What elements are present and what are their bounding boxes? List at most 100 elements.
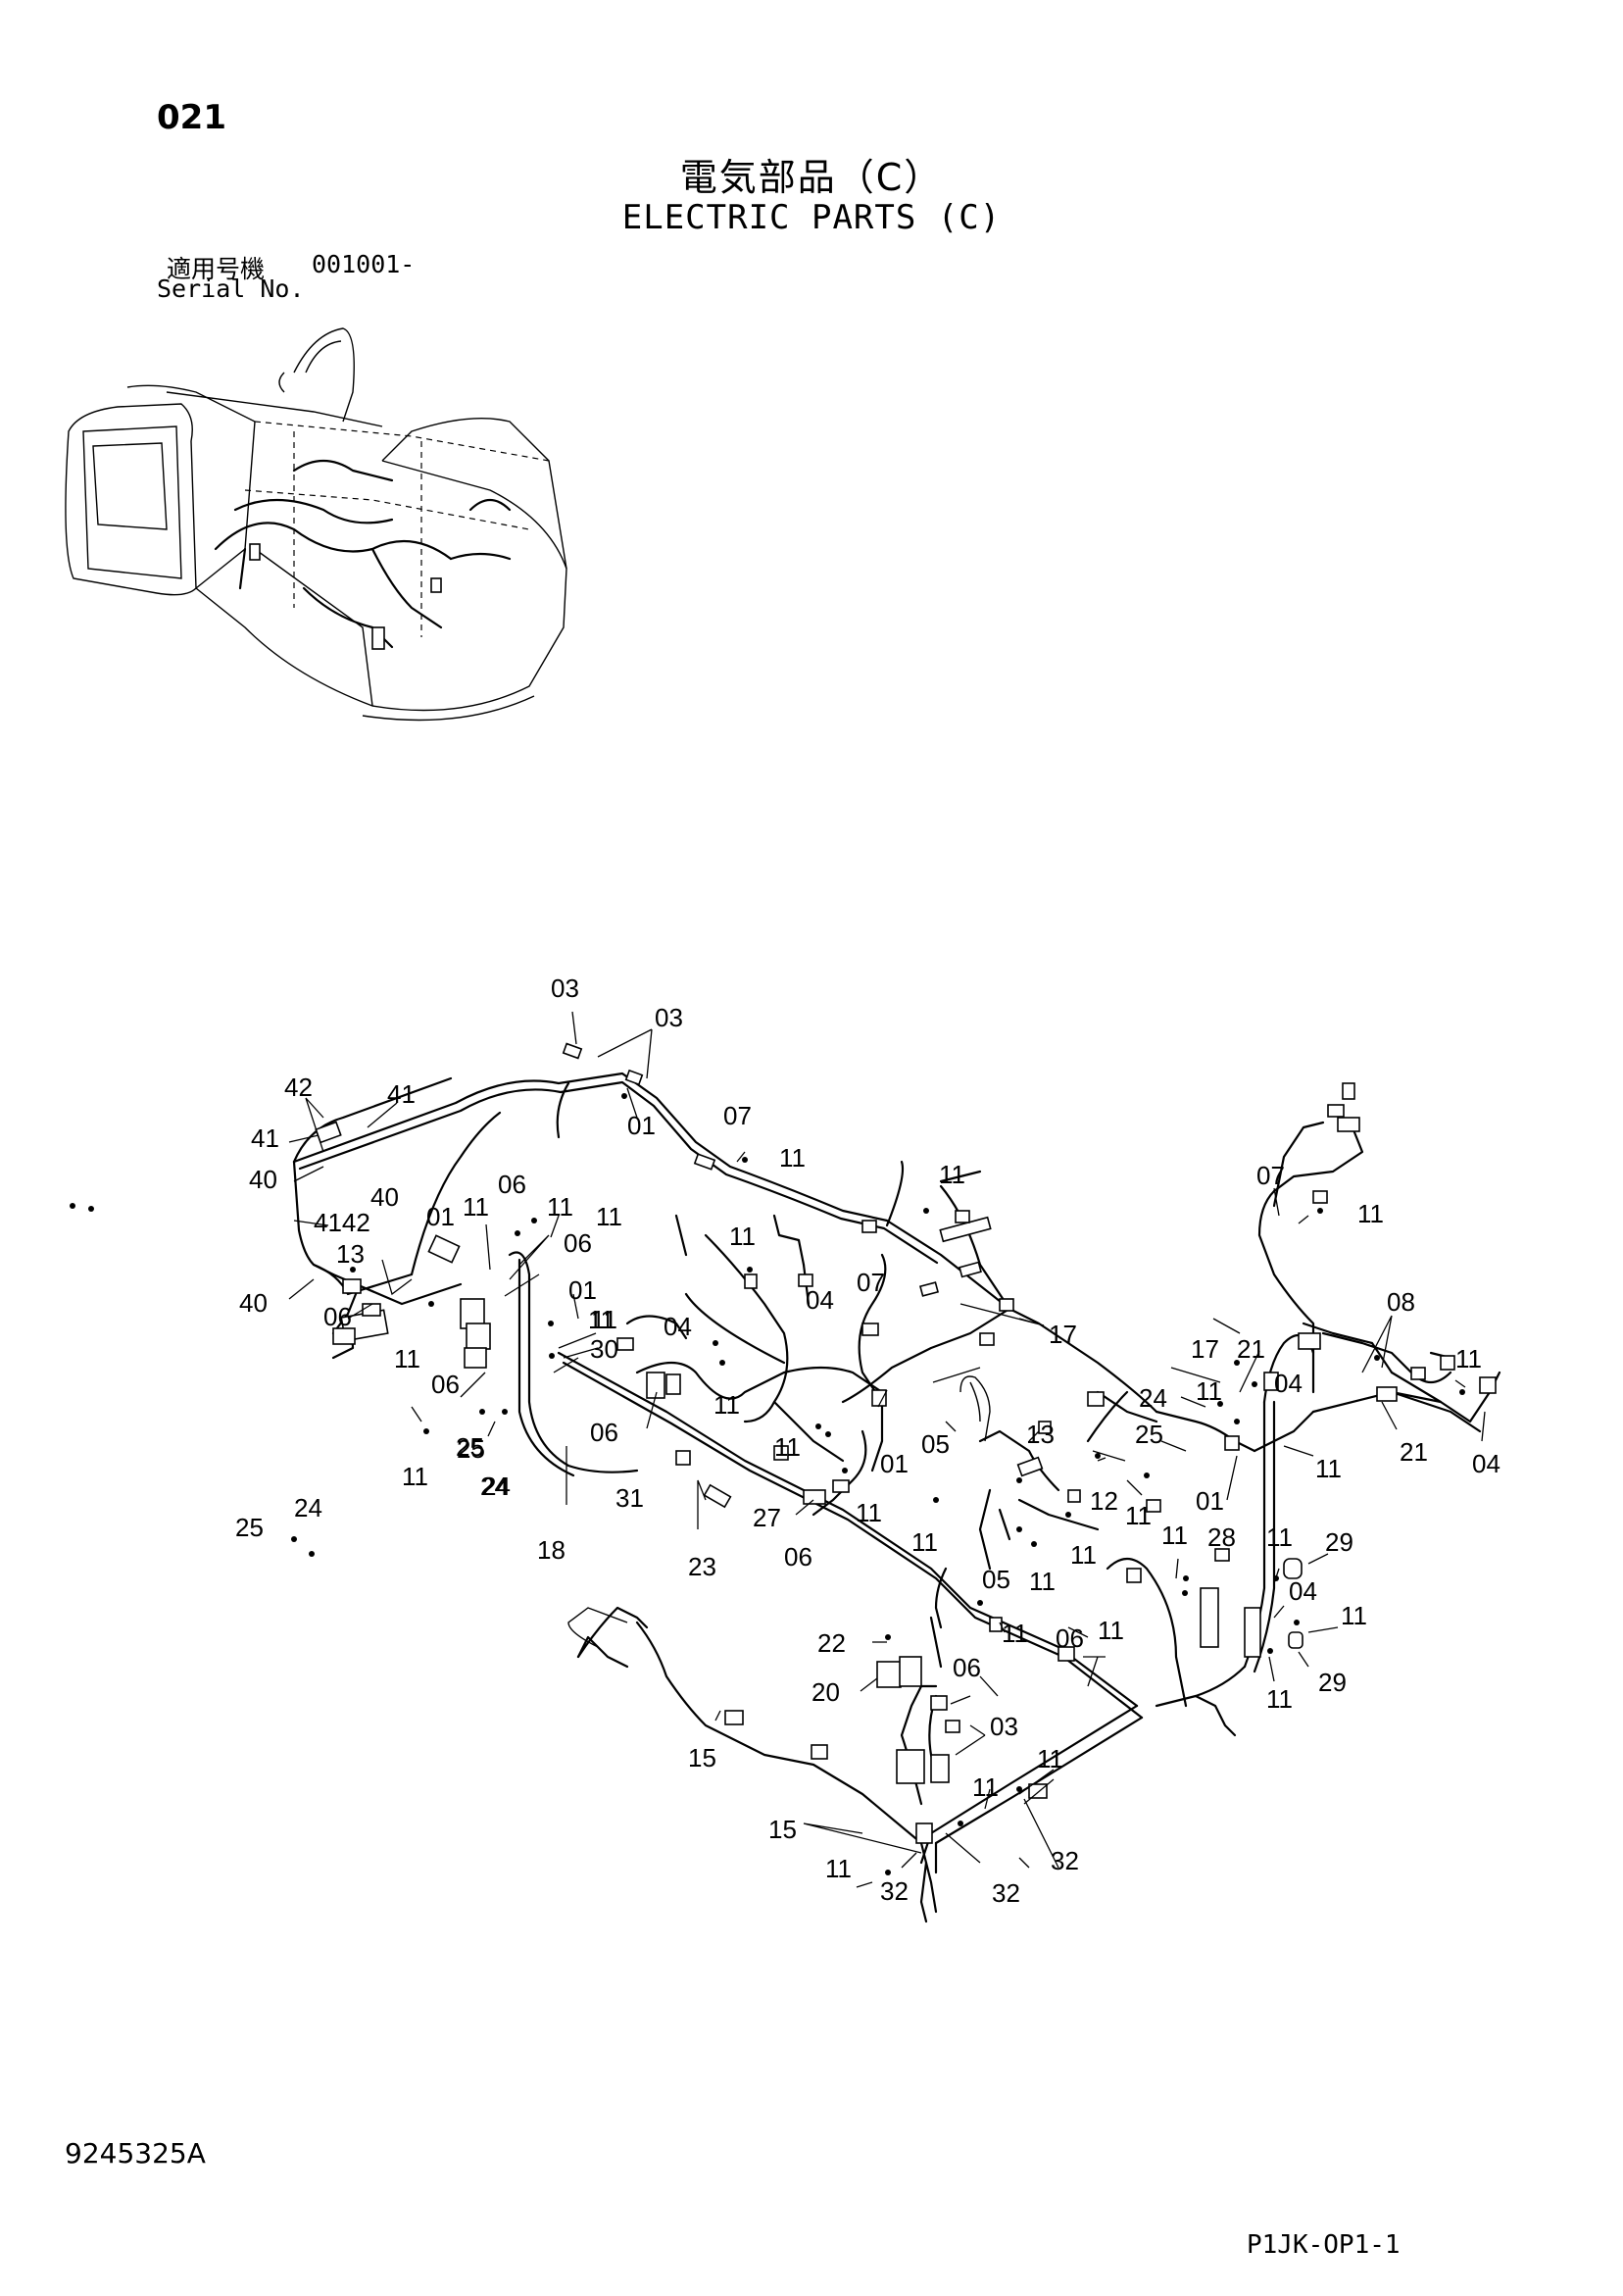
callout-label: 03: [655, 1003, 683, 1032]
connector-clip: [562, 1042, 583, 1060]
callout-label: 04: [1289, 1576, 1317, 1606]
page-title-japanese: 電気部品（C）: [679, 156, 944, 199]
bracket-27: [703, 1483, 732, 1509]
callout-label: 11: [825, 1854, 852, 1883]
sheet-code: P1JK-OP1-1: [1247, 2230, 1401, 2260]
page-number: 021: [157, 98, 226, 137]
switch-20: [876, 1661, 902, 1688]
serial-label-japanese: 適用号機: [167, 255, 266, 283]
callout-label: 41: [251, 1123, 279, 1153]
callout-label: 25: [235, 1513, 264, 1542]
callout-label: 06: [784, 1542, 812, 1572]
callout-label: 31: [615, 1483, 644, 1513]
callout-label: 03: [551, 973, 579, 1003]
callout-label: 4142: [314, 1208, 370, 1237]
overview-connector: [371, 626, 385, 650]
callout-label: 11: [588, 1305, 615, 1334]
callout-label: 11: [402, 1462, 428, 1491]
callout-label: 15: [768, 1815, 797, 1844]
callout-label: 20: [812, 1677, 840, 1707]
callout-label: 11: [972, 1772, 999, 1802]
callout-label: 13: [1026, 1420, 1055, 1449]
callout-label: 11: [911, 1527, 938, 1557]
callout-label: 18: [537, 1535, 566, 1565]
callout-label: 32: [992, 1878, 1020, 1908]
callout-label: 11: [729, 1222, 756, 1251]
callout-label: 24: [482, 1472, 511, 1501]
callout-label: 07: [1256, 1161, 1285, 1190]
callout-label: 11: [1315, 1454, 1342, 1483]
serial-label-english: Serial No.: [157, 275, 305, 303]
callout-label: 13: [336, 1239, 365, 1269]
callout-label: 24: [294, 1493, 322, 1522]
callout-label: 04: [1274, 1369, 1303, 1398]
callout-label: 11: [1037, 1744, 1063, 1773]
callout-label: 30: [590, 1334, 618, 1364]
serial-range: 001001-: [312, 250, 416, 278]
callout-label: 11: [1266, 1684, 1293, 1714]
callout-label: 25: [456, 1432, 484, 1462]
callout-label: 01: [1196, 1486, 1224, 1516]
callout-label: 29: [1325, 1527, 1353, 1557]
callout-label: 23: [688, 1552, 716, 1581]
callout-label: 04: [664, 1312, 692, 1341]
callout-label: 07: [723, 1101, 752, 1130]
harness-components: [315, 1042, 1497, 1844]
callout-label: 29: [1318, 1668, 1347, 1697]
connector-08: [1337, 1117, 1360, 1132]
callout-label: 32: [1051, 1846, 1079, 1875]
callout-label: 06: [498, 1170, 526, 1199]
callout-label: 11: [596, 1202, 622, 1231]
callout-label: 03: [990, 1712, 1018, 1741]
callout-label: 07: [857, 1268, 885, 1297]
callout-labels: 03 03 42 41 41 40 40 4142 13 40 06 11 06…: [235, 973, 1500, 1908]
callout-label: 41: [387, 1079, 416, 1109]
callout-label: 11: [1070, 1540, 1097, 1570]
callout-label: 01: [426, 1202, 455, 1231]
connector-cluster: [896, 1749, 925, 1784]
callout-label: 11: [591, 1305, 617, 1334]
callout-label: 01: [880, 1449, 909, 1478]
callout-label: 22: [817, 1628, 846, 1658]
callout-label: 11: [463, 1192, 489, 1222]
callout-label: 12: [1090, 1486, 1118, 1516]
callout-label: 11: [1357, 1199, 1384, 1228]
callout-label: 17: [1049, 1320, 1077, 1349]
callout-label: 15: [688, 1743, 716, 1772]
callout-label: 01: [568, 1275, 597, 1305]
callout-label: 06: [590, 1418, 618, 1447]
callout-label: 21: [1237, 1334, 1265, 1364]
callout-label: 40: [239, 1288, 268, 1318]
document-number: 9245325A: [65, 2137, 206, 2170]
callout-label: 08: [1387, 1287, 1415, 1317]
callout-label: 42: [284, 1073, 313, 1102]
callout-label: 21: [1400, 1437, 1428, 1467]
callout-label: 06: [1056, 1623, 1084, 1653]
overview-harness-lines: [214, 460, 512, 650]
callout-label: 06: [431, 1370, 460, 1399]
callout-label: 11: [856, 1498, 882, 1527]
leader-lines: [288, 1011, 1486, 1888]
callout-label: 24: [1139, 1383, 1167, 1413]
callout-label: 27: [753, 1503, 781, 1532]
callout-label: 11: [394, 1344, 420, 1373]
callout-label: 11: [713, 1390, 740, 1420]
callout-label: 11: [1029, 1567, 1056, 1596]
callout-label: 11: [1125, 1501, 1152, 1530]
callout-label: 11: [1161, 1521, 1188, 1550]
callout-label: 25: [457, 1434, 485, 1464]
callout-label: 11: [1266, 1522, 1293, 1552]
callout-label: 06: [564, 1228, 592, 1258]
fasteners: [70, 1093, 1465, 1875]
callout-label: 28: [1207, 1522, 1236, 1552]
callout-label: 06: [323, 1302, 352, 1331]
excavator-body-outline: [65, 327, 567, 722]
callout-label: 11: [939, 1160, 965, 1189]
callout-label: 06: [953, 1653, 981, 1682]
callout-label: 32: [880, 1876, 909, 1906]
callout-label: 04: [1472, 1449, 1500, 1478]
callout-label: 40: [249, 1165, 277, 1194]
bracket-28: [1200, 1587, 1219, 1648]
callout-label: 11: [779, 1143, 806, 1173]
